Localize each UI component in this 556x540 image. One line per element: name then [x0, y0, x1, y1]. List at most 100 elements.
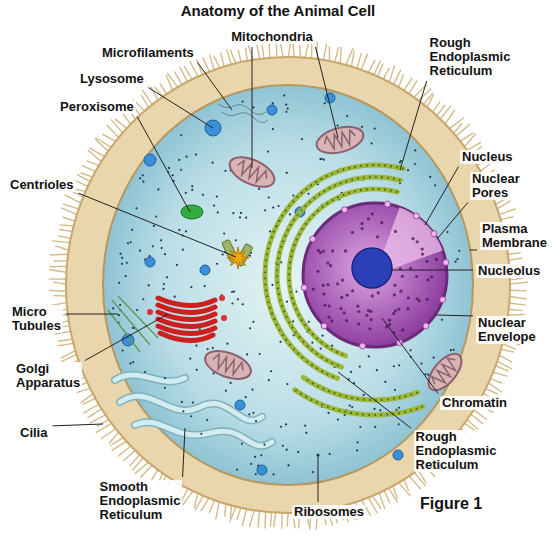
smooth-er-tube	[115, 375, 185, 381]
cilium	[87, 161, 99, 166]
diagram-title: Anatomy of the Animal Cell	[179, 2, 377, 20]
ribosome	[136, 207, 138, 209]
chromatin-granule	[399, 290, 402, 293]
cilium	[329, 47, 330, 61]
ribosome	[142, 181, 144, 183]
ribosome	[196, 369, 198, 371]
ribosome	[441, 319, 443, 321]
ribosome	[272, 473, 274, 475]
peroxisome	[181, 205, 203, 219]
ribosome	[398, 407, 400, 409]
ribosome	[152, 245, 154, 247]
part-label: Nucleus	[460, 150, 515, 164]
nucleus	[303, 203, 447, 347]
cilium	[311, 43, 312, 58]
part-label: Chromatin	[440, 396, 509, 410]
ribosome	[410, 356, 412, 358]
ribosome	[131, 229, 133, 231]
golgi-cisterna	[158, 312, 215, 320]
ribosome	[240, 212, 242, 214]
ribosome	[195, 153, 197, 155]
cilium	[510, 278, 523, 279]
ribosome	[321, 158, 323, 160]
cilium	[130, 455, 140, 466]
chromatin-granule	[344, 249, 347, 252]
chromatin-granule	[416, 240, 419, 243]
ribosome	[374, 128, 376, 130]
golgi-cisterna	[158, 305, 215, 313]
chromatin-granule	[435, 258, 438, 261]
ribosome	[185, 156, 187, 158]
chromatin-granule	[376, 235, 379, 238]
ribosome	[245, 396, 247, 398]
golgi-cisterna	[160, 333, 213, 341]
ribosome	[433, 356, 435, 358]
ribosome	[163, 283, 165, 285]
nuclear-pore	[423, 323, 429, 329]
cilium	[427, 95, 433, 107]
smooth-er-tube	[135, 422, 272, 446]
ribosome	[271, 284, 273, 286]
ribosome	[277, 205, 279, 207]
part-label: Nucleolus	[476, 264, 542, 278]
ribosome	[254, 456, 256, 458]
cilia-fringe	[49, 39, 527, 529]
leader-line	[338, 372, 411, 428]
ribosome	[231, 302, 233, 304]
ribosome	[285, 104, 287, 106]
ribosome	[329, 453, 331, 455]
ribosome	[348, 378, 350, 380]
cilium	[361, 54, 368, 70]
cilium	[54, 260, 67, 262]
ribosome	[267, 150, 269, 152]
nuclear-pore	[301, 285, 307, 291]
cilium	[383, 68, 389, 79]
ribosome	[226, 343, 228, 345]
ribosome	[446, 231, 448, 233]
cilium	[281, 513, 283, 528]
ribosome	[235, 239, 237, 241]
ribosome	[297, 451, 299, 453]
ribosome	[216, 263, 218, 265]
ribosome	[167, 171, 169, 173]
leader-line	[437, 202, 468, 239]
ribosome	[311, 342, 313, 344]
ribosome	[211, 162, 213, 164]
ribosome	[425, 373, 427, 375]
chromatin-granule	[357, 310, 360, 313]
vesicle	[235, 400, 245, 410]
ribosome	[174, 296, 176, 298]
ribosome-dots	[112, 94, 460, 475]
chromatin-granule	[365, 314, 368, 317]
cilium	[54, 295, 66, 297]
cilium	[194, 493, 197, 507]
cilium	[257, 45, 260, 58]
ribosome	[359, 426, 361, 428]
cilium	[394, 70, 401, 84]
microfilament	[222, 112, 268, 123]
ribosome	[237, 298, 239, 300]
part-label: Centrioles	[8, 178, 76, 192]
chromatin-granule	[368, 327, 371, 330]
chromatin-granule	[392, 312, 395, 315]
ribosome	[316, 453, 319, 456]
ribosome	[255, 473, 257, 475]
cilium	[97, 420, 109, 427]
cilium	[323, 44, 326, 60]
leader-line	[252, 47, 253, 168]
ribosome	[398, 364, 400, 366]
ribosome	[307, 193, 309, 195]
cilium	[101, 429, 115, 439]
cilium	[509, 303, 525, 305]
cilium	[299, 45, 300, 57]
ribosome	[230, 382, 232, 384]
smooth-er-tube	[120, 396, 262, 420]
cilium	[467, 420, 478, 429]
nuclear-pore	[443, 259, 449, 265]
chromatin-granule	[328, 304, 331, 307]
cilium	[221, 53, 224, 67]
er-cisterna	[303, 377, 417, 400]
chromatin-granule	[322, 250, 325, 253]
mitochondrion-cristae	[211, 353, 246, 377]
